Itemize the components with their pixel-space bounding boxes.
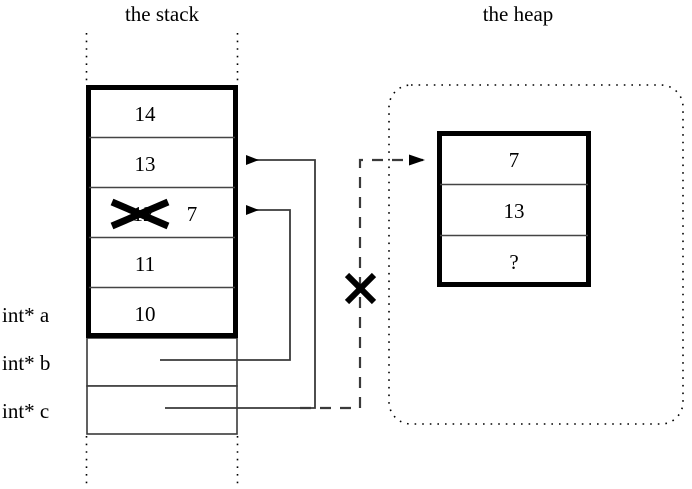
pointer-c-to-stack-row2 <box>165 155 316 409</box>
heap-region-boundary <box>388 84 684 425</box>
crossed-out-value-x-icon <box>110 198 170 230</box>
stack-title: the stack <box>125 2 200 26</box>
heap-cell-value-13: 13 <box>504 199 525 223</box>
stack-cell-value-11: 11 <box>135 252 155 276</box>
stack-cell-value-14: 14 <box>135 102 157 126</box>
invalidated-pointer-x-icon <box>344 272 377 305</box>
stack-cell-value-10: 10 <box>135 302 156 326</box>
stack-cell-c <box>86 385 238 435</box>
variable-label-b: int* b <box>2 351 50 375</box>
heap-title: the heap <box>483 2 554 26</box>
variable-label-a: int* a <box>2 303 50 327</box>
pointer-b-to-stack-row3 <box>160 205 291 361</box>
heap-block-box <box>437 131 591 287</box>
stack-cell-value-13: 13 <box>135 152 156 176</box>
variable-label-c: int* c <box>2 399 49 423</box>
stack-cell-value-7-new: 7 <box>187 202 198 226</box>
stack-frame-box <box>86 85 238 338</box>
heap-cell-value-7: 7 <box>509 148 520 172</box>
stack-cell-b <box>86 337 238 387</box>
heap-cell-value-unknown: ? <box>509 250 518 274</box>
